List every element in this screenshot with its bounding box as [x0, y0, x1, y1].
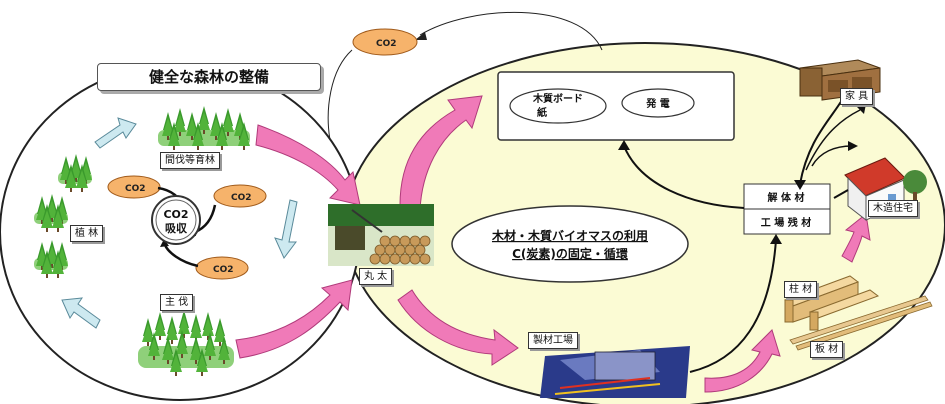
arrow-sawmill-to-residue [689, 239, 777, 373]
co2-cloud-left: CO2 [107, 175, 161, 199]
harvest-forest-image [138, 310, 234, 376]
center-oval [451, 205, 689, 283]
co2-cloud-top: CO2 [352, 28, 418, 56]
forest-title: 健全な森林の整備 [97, 63, 321, 91]
plank-label: 板 材 [810, 341, 844, 358]
svg-text:CO2: CO2 [376, 39, 397, 49]
svg-text:発 電: 発 電 [645, 97, 669, 110]
svg-text:解 体 材: 解 体 材 [768, 191, 805, 204]
furniture-label: 家 具 [840, 88, 874, 105]
power-oval [621, 88, 695, 118]
planting-forest-image [34, 154, 92, 278]
wooden-house-label: 木造住宅 [868, 200, 918, 217]
svg-text:木質ボード: 木質ボード [532, 92, 583, 105]
svg-text:木材・木質バイオマスの利用: 木材・木質バイオマスの利用 [491, 228, 648, 243]
co2-release-line [419, 11, 603, 51]
co2-absorption: CO2 吸収 [151, 195, 201, 245]
log-image [328, 204, 434, 266]
thinning-forest-image [158, 106, 250, 150]
pink-arrow-to-house [841, 213, 871, 263]
svg-text:CO2: CO2 [163, 208, 188, 221]
co2-cloud-right: CO2 [213, 184, 267, 208]
pink-arrow-to-board [399, 95, 483, 211]
harvest-label: 主 伐 [160, 294, 194, 311]
pink-arrow-harvest-to-log [235, 279, 353, 359]
plank-lumber-image [789, 295, 933, 351]
pink-arrow-to-lumber [704, 329, 781, 393]
cycle-arrow-left [61, 297, 101, 329]
log-label: 丸 太 [359, 268, 393, 285]
pillar-label: 柱 材 [784, 281, 818, 298]
svg-text:C(炭素)の固定・循環: C(炭素)の固定・循環 [512, 246, 629, 261]
svg-text:紙: 紙 [537, 106, 547, 119]
planting-label: 植 林 [70, 225, 104, 242]
arrow-house-to-residue [833, 189, 849, 199]
cycle-arrow-top [94, 117, 137, 149]
board-paper-oval [509, 88, 607, 124]
thinning-label: 間伐等育林 [160, 152, 220, 169]
svg-text:工 場 残 材: 工 場 残 材 [761, 216, 811, 229]
co2-cloud-bottom: CO2 [195, 256, 249, 280]
arrow-to-house [811, 145, 853, 167]
pink-arrow-to-sawmill [397, 289, 519, 366]
co2-return-line [327, 49, 353, 141]
pillar-lumber-image [783, 275, 880, 331]
svg-text:CO2: CO2 [213, 265, 234, 275]
sawmill-image [540, 346, 690, 398]
arrow-furniture-to-residue [799, 99, 843, 185]
sawmill-label: 製材工場 [528, 332, 578, 349]
co2-arrow-bottom [163, 244, 199, 268]
svg-text:吸収: 吸収 [165, 222, 188, 235]
arrow-residue-to-board [623, 145, 745, 209]
svg-text:CO2: CO2 [125, 184, 146, 194]
arrow-to-furniture [805, 109, 861, 171]
svg-text:CO2: CO2 [231, 193, 252, 203]
cycle-arrow-right [274, 199, 298, 259]
